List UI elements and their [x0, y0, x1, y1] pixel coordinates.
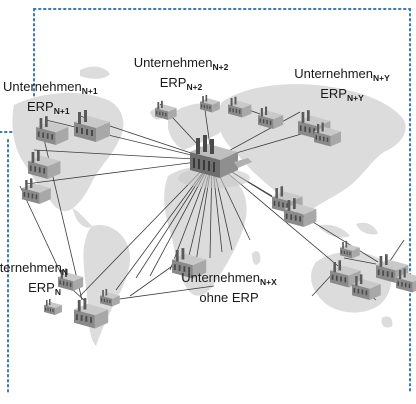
label-erp-sub: N — [54, 287, 61, 297]
label-unternehmen-nx: UnternehmenN+X ohne ERP — [170, 270, 288, 305]
label-unternehmen-n: UnternehmenN ERPN — [0, 260, 68, 300]
factory-icon — [314, 122, 341, 147]
label-erp-sub: N+1 — [53, 106, 70, 116]
connection-line — [129, 261, 179, 297]
connection-line — [343, 257, 377, 265]
label-word: Unternehmen — [133, 55, 213, 70]
label-word-sub: N+1 — [81, 86, 98, 96]
factory-icon — [352, 274, 381, 300]
label-unternehmen-n2: UnternehmenN+2 ERPN+2 — [126, 55, 236, 95]
factory-icon — [28, 150, 61, 179]
label-word: Unternehmen — [3, 79, 82, 94]
label-word: Unternehmen — [294, 66, 373, 81]
factory-icon — [284, 198, 317, 227]
central-hub-icon — [178, 135, 252, 188]
label-unternehmen-n1: UnternehmenN+1 ERPN+1 — [0, 79, 98, 119]
connection-line — [387, 239, 405, 265]
factory-icon — [396, 268, 416, 293]
label-erp: ERP — [320, 86, 347, 101]
connection-line — [111, 285, 215, 301]
factory-icon — [100, 288, 120, 307]
factory-icon — [340, 240, 360, 259]
label-word-sub: N+Y — [373, 73, 390, 83]
factory-icon — [228, 96, 252, 118]
connection-line — [25, 159, 213, 185]
factories — [22, 94, 416, 329]
connection-line — [39, 121, 83, 301]
label-erp-sub: N+Y — [346, 93, 364, 103]
factory-icon — [44, 299, 62, 315]
factory-icon — [74, 298, 109, 329]
label-word-sub: N — [61, 267, 68, 277]
label-unternehmen-ny: UnternehmenN+Y ERPN+Y — [283, 66, 401, 106]
label-word-sub: N+X — [260, 277, 277, 287]
connection-line — [45, 119, 213, 161]
label-erp: ERP — [27, 99, 54, 114]
label-word-sub: N+2 — [212, 62, 229, 72]
factory-icon — [74, 110, 110, 142]
label-erp: ERP — [159, 75, 187, 90]
factory-icon — [258, 106, 284, 129]
label-erp-sub: N+2 — [186, 82, 203, 92]
factory-icon — [58, 268, 84, 291]
factory-icon — [200, 94, 220, 113]
label-ohne-erp: ohne ERP — [199, 290, 259, 305]
factory-icon — [155, 100, 177, 120]
label-word: Unternehmen — [181, 270, 260, 285]
label-word: Unternehmen — [0, 260, 62, 275]
connection-line — [33, 149, 213, 161]
factory-icon — [36, 116, 69, 145]
label-erp: ERP — [28, 280, 55, 295]
factory-icon — [22, 178, 51, 204]
factory-icon — [172, 248, 207, 279]
connection-line — [19, 185, 63, 277]
